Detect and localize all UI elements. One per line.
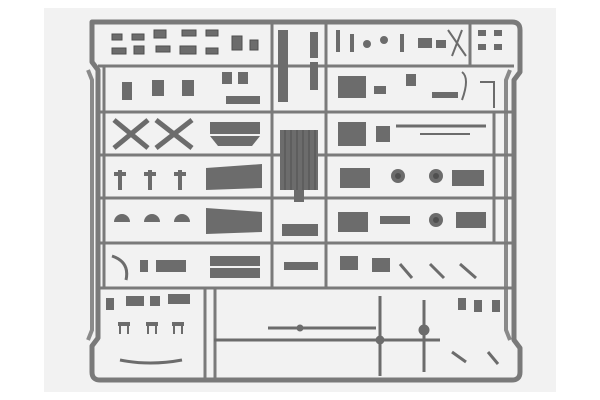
parts-bottom-shafts (214, 296, 440, 376)
parts-row3-right (338, 122, 486, 146)
parts-bottom-left (106, 294, 190, 365)
parts-row5-left (114, 208, 262, 234)
parts-top-left (111, 29, 259, 55)
parts-row2-left (122, 72, 260, 104)
parts-center-top (278, 30, 318, 102)
parts-row6-right (284, 256, 477, 280)
inner-runners (98, 22, 514, 380)
part-center-peg (294, 190, 304, 202)
outer-runner (89, 19, 523, 383)
parts-row5-right (338, 212, 486, 232)
parts-center-grille (280, 130, 318, 190)
parts-row6-left (111, 254, 260, 281)
parts-top-right (336, 29, 502, 57)
parts-bottom-right (451, 298, 500, 365)
side-rails (86, 69, 512, 341)
parts-row5-center (282, 224, 318, 236)
parts-row4-right (340, 168, 484, 188)
parts-row2-right (338, 71, 495, 108)
parts-row4-left (114, 164, 262, 190)
parts-row3-left (112, 118, 260, 150)
